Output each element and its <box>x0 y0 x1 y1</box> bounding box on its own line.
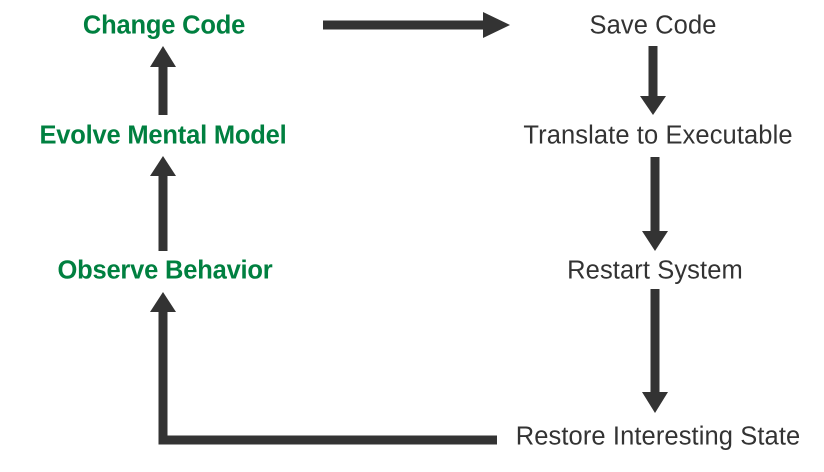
edge-evolve-to-change-code <box>150 46 176 115</box>
edge-observe-behavior-to-evolve <box>150 156 176 251</box>
node-observe-behavior[interactable]: Observe Behavior <box>57 256 273 285</box>
edge-restore-to-observe-behavior <box>150 292 497 445</box>
edge-translate-to-restart <box>642 157 668 251</box>
edge-change-code-to-save-code <box>323 12 510 38</box>
edge-save-code-to-translate <box>640 46 666 115</box>
node-translate-to-executable[interactable]: Translate to Executable <box>523 121 793 150</box>
node-restart-system[interactable]: Restart System <box>567 256 743 285</box>
node-save-code[interactable]: Save Code <box>589 11 717 40</box>
node-evolve-mental-model[interactable]: Evolve Mental Model <box>39 121 287 150</box>
node-change-code[interactable]: Change Code <box>82 11 246 40</box>
edge-restart-to-restore <box>642 289 668 413</box>
node-restore-interesting-state[interactable]: Restore Interesting State <box>515 422 801 451</box>
